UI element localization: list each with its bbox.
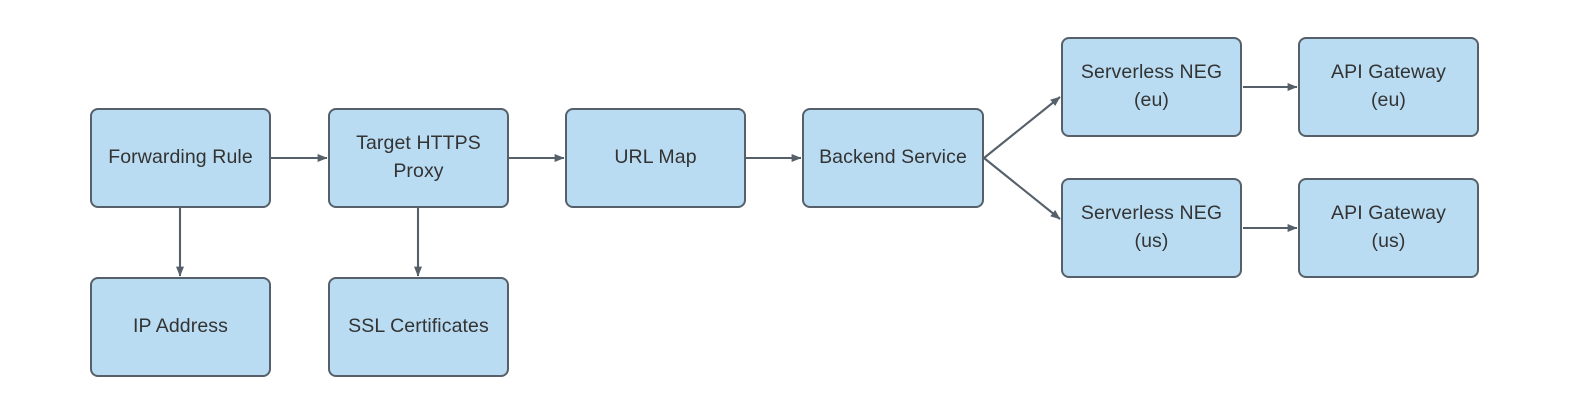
- node-url-map[interactable]: URL Map: [565, 108, 746, 208]
- node-label-url-map: URL Map: [614, 146, 697, 169]
- node-api-gateway-us[interactable]: API Gateway (us): [1298, 178, 1479, 278]
- node-label-serverless-neg-eu: Serverless NEG (eu): [1080, 61, 1223, 111]
- node-target-https-proxy[interactable]: Target HTTPS Proxy: [328, 108, 509, 208]
- node-serverless-neg-us[interactable]: Serverless NEG (us): [1061, 178, 1242, 278]
- node-label-backend-service: Backend Service: [819, 146, 967, 169]
- node-api-gateway-eu[interactable]: API Gateway (eu): [1298, 37, 1479, 137]
- node-backend-service[interactable]: Backend Service: [802, 108, 984, 208]
- node-label-ssl-certificates: SSL Certificates: [348, 315, 489, 338]
- edge-backend-service-to-serverless-neg-us: [983, 157, 1061, 220]
- node-label-target-https-proxy: Target HTTPS Proxy: [356, 132, 481, 182]
- node-label-forwarding-rule: Forwarding Rule: [108, 146, 253, 169]
- edge-backend-service-to-serverless-neg-eu: [983, 96, 1061, 159]
- node-label-api-gateway-eu: API Gateway (eu): [1331, 61, 1446, 111]
- node-forwarding-rule[interactable]: Forwarding Rule: [90, 108, 271, 208]
- node-label-serverless-neg-us: Serverless NEG (us): [1080, 202, 1223, 252]
- node-label-api-gateway-us: API Gateway (us): [1331, 202, 1446, 252]
- node-ip-address[interactable]: IP Address: [90, 277, 271, 377]
- node-label-ip-address: IP Address: [133, 315, 228, 338]
- node-serverless-neg-eu[interactable]: Serverless NEG (eu): [1061, 37, 1242, 137]
- node-ssl-certificates[interactable]: SSL Certificates: [328, 277, 509, 377]
